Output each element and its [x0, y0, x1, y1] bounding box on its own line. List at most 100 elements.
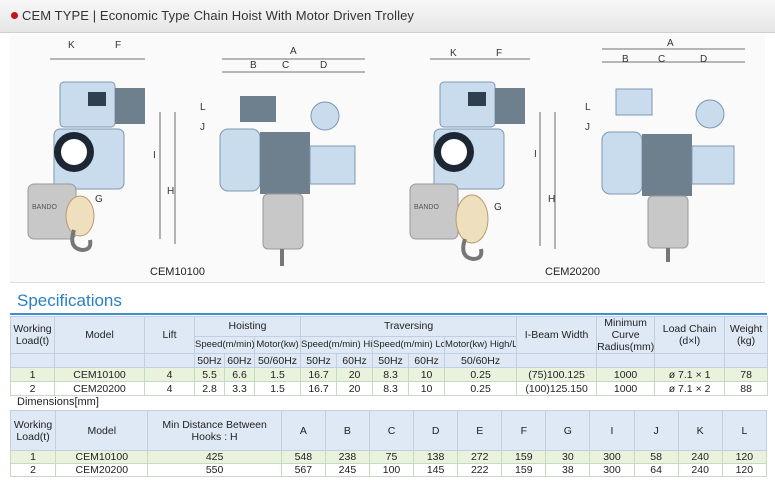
dim-col-f: F	[501, 410, 547, 451]
dim-label-c-left: C	[282, 60, 290, 71]
dim-label-k-right: K	[450, 48, 457, 59]
col-blank-7	[724, 353, 769, 368]
cell: 16.7	[300, 381, 338, 396]
cell: 425	[147, 450, 282, 464]
dim-label-g-right: G	[494, 202, 502, 213]
dim-label-j-left: J	[200, 122, 205, 133]
col-hoist-speed: Speed(m/min)	[194, 335, 255, 355]
cell: 0.25	[444, 381, 518, 396]
cell: 120	[721, 463, 768, 477]
cell: 16.7	[300, 367, 338, 382]
dim-label-b-right: B	[622, 54, 629, 65]
dim-label-d-left: D	[320, 60, 328, 71]
dim-label-a-right: A	[667, 38, 674, 49]
cell: 159	[501, 463, 547, 477]
col-blank-3	[144, 353, 195, 368]
dim-col-e: E	[457, 410, 503, 451]
caption-cem20200: CEM20200	[545, 266, 601, 278]
dim-label-i-right: I	[534, 149, 537, 160]
col-trav-hz60-low: 60Hz	[408, 353, 446, 368]
dim-label-f-left: F	[115, 40, 122, 51]
cell: CEM20200	[54, 381, 145, 396]
dim-label-l-left: L	[200, 102, 206, 113]
cell: 300	[589, 450, 635, 464]
cell: 20	[336, 381, 374, 396]
dim-col-a: A	[280, 410, 326, 451]
dim-label-a-left: A	[290, 46, 297, 57]
col-hoisting: Hoisting	[193, 316, 302, 337]
dim-label-b-left: B	[250, 60, 257, 71]
cell: 8.3	[372, 381, 410, 396]
cell: 78	[724, 367, 769, 382]
col-lift: Lift	[144, 316, 195, 354]
cell: 10	[408, 381, 446, 396]
col-trav-hz50-high: 50Hz	[300, 353, 338, 368]
page-title: CEM TYPE | Economic Type Chain Hoist Wit…	[22, 8, 414, 23]
col-load-chain: Load Chain (d×l)	[654, 316, 726, 354]
cell: CEM10100	[55, 450, 149, 464]
cem20200-front-view	[409, 58, 556, 262]
col-hoist-motor: Motor(kw)	[253, 335, 302, 355]
col-blank-4	[516, 353, 598, 368]
col-model: Model	[54, 316, 145, 354]
cell: 550	[147, 463, 282, 477]
cell: 1.5	[253, 381, 302, 396]
cell: 1000	[596, 381, 656, 396]
dim-col-d: D	[413, 410, 459, 451]
col-trav-speed-low: Speed(m/min) Low	[372, 335, 446, 355]
dim-label-i-left: I	[153, 150, 156, 161]
dim-col-i: I	[589, 410, 635, 451]
cell: 10	[408, 367, 446, 382]
specifications-heading: Specifications	[17, 291, 122, 310]
cell: ø 7.1 × 2	[654, 381, 726, 396]
cell: 20	[336, 367, 374, 382]
dimensions-table: Working Load(t) Model Min Distance Betwe…	[9, 410, 768, 477]
cell: 88	[724, 381, 769, 396]
col-trav-speed-high: Speed(m/min) High	[300, 335, 374, 355]
cell: 240	[677, 450, 723, 464]
dim-col-g: G	[545, 410, 591, 451]
dimensions-heading: Dimensions[mm]	[17, 396, 99, 408]
col-blank-6	[654, 353, 726, 368]
cell: 6.6	[224, 367, 255, 382]
cell: 2	[9, 463, 57, 477]
cell: (75)100.125	[516, 367, 598, 382]
dim-label-h-left: H	[167, 186, 175, 197]
cell: 0.25	[444, 367, 518, 382]
col-trav-hz50-low: 50Hz	[372, 353, 410, 368]
cell: 145	[413, 463, 459, 477]
cell: (100)125.150	[516, 381, 598, 396]
cell: 138	[413, 450, 459, 464]
dim-col-c: C	[368, 410, 415, 451]
cem10100-front-view	[27, 58, 176, 253]
dim-label-d-right: D	[700, 54, 708, 65]
cell: 30	[545, 450, 591, 464]
cell: 222	[457, 463, 503, 477]
dim-label-j-right: J	[585, 122, 590, 133]
cell: 272	[457, 450, 503, 464]
brand-mark-right: BANDO	[414, 204, 439, 211]
cell: 5.5	[194, 367, 225, 382]
brand-mark-left: BANDO	[32, 204, 57, 211]
col-blank-2	[54, 353, 145, 368]
cell: 300	[589, 463, 635, 477]
cell: 245	[324, 463, 370, 477]
col-trav-motor: Motor(kw) High/Low	[444, 335, 518, 355]
dim-col-b: B	[324, 410, 370, 451]
cell: 240	[677, 463, 723, 477]
cell: 4	[144, 367, 195, 382]
cell: 58	[633, 450, 679, 464]
cell: 3.3	[224, 381, 255, 396]
section-divider	[10, 313, 767, 315]
dim-col-j: J	[633, 410, 679, 451]
col-working-load: Working Load(t)	[10, 316, 55, 354]
col-traversing: Traversing	[300, 316, 518, 337]
specifications-table: Working Load(t) Model Lift Hoisting Trav…	[10, 316, 769, 396]
col-min-curve-radius: Minimum Curve Radius(mm)	[596, 316, 656, 354]
dim-label-h-right: H	[548, 194, 556, 205]
cell: 159	[501, 450, 547, 464]
col-hz60: 60Hz	[224, 353, 255, 368]
cell: 2	[10, 381, 55, 396]
